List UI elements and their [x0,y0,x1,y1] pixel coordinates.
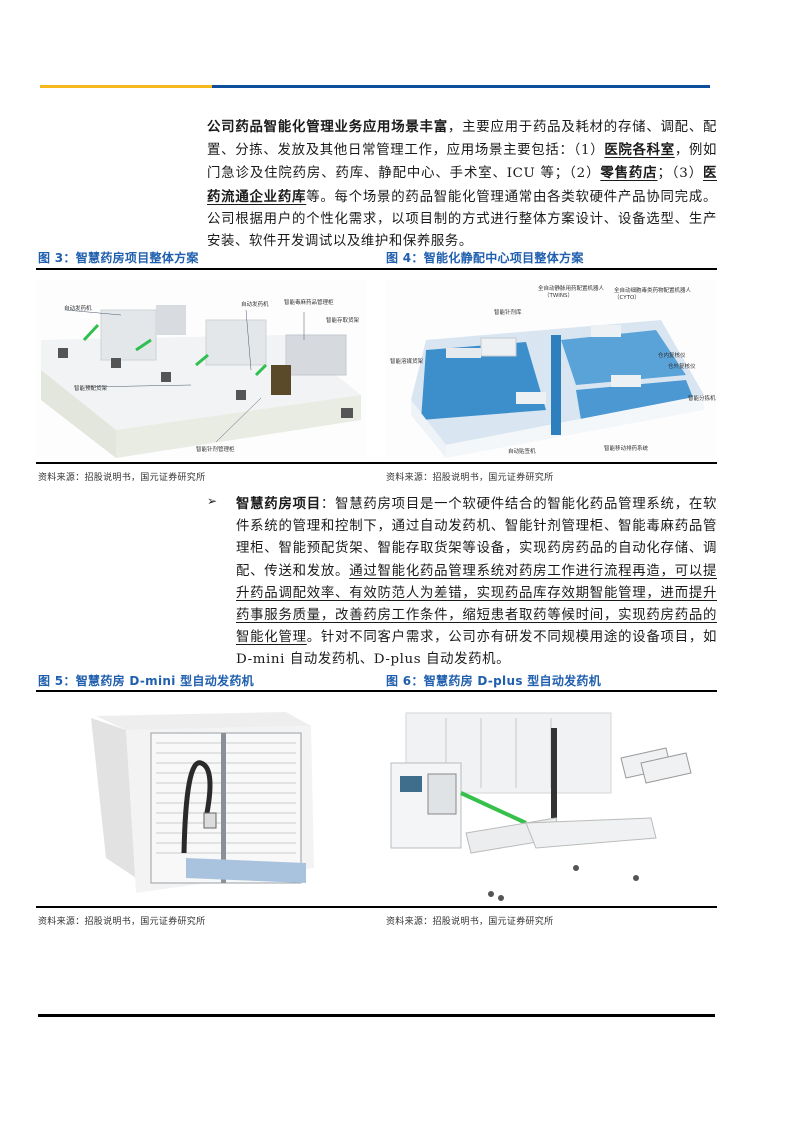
fig6-title: 图 6：智慧药房 D-plus 型自动发药机 [386,674,602,688]
fig3-source: 资料来源：招股说明书，国元证券研究所 [38,473,206,483]
scenario-distribution: 医药流通企业药库 [207,165,717,205]
fig4-source: 资料来源：招股说明书，国元证券研究所 [386,473,554,483]
fig4-label: 智能移动排药系统 [604,446,649,452]
header-rule [40,85,710,88]
fig-rule-bottom [36,462,717,464]
intro-lead: 公司药品智能化管理业务应用场景丰富 [207,119,448,135]
fig3-image: 自动发药机 自动发药机 智能毒麻药品管理柜 智能存取货架 智能预配货架 智能针剂… [36,280,366,458]
intro-text-4: 等。每个场景的药品智能化管理通常由各类软硬件产品协同完成。公司根据用户的个性化需… [207,189,717,250]
fig4-label: 仓外复核仪 [668,364,696,370]
fig4-label: 智能分拣机 [688,396,716,402]
fig4-label: （TWINS） [544,293,574,299]
fig4-label: 智能溶媒货架 [390,359,424,365]
header-rule-gold [40,85,212,88]
section-text-1: ：智慧药房项目是一个软硬件结合的智能化药品管理系统，在软件系统的管理和控制下，通… [236,497,717,579]
fig4-image: 全自动静脉用药配置机器人 （TWINS） 全自动细胞毒类药物配置机器人 （CYT… [386,280,716,458]
fig3-label: 智能毒麻药品管理柜 [284,300,334,306]
section-underlined: 通过智能化药品管理系统对药房工作进行流程再造，可以提升药品调配效率、有效防范人为… [236,563,717,646]
fig-rule-top-2 [36,690,717,692]
smart-pharmacy-paragraph: 智慧药房项目：智慧药房项目是一个软硬件结合的智能化药品管理系统，在软件系统的管理… [236,493,717,672]
scenario-hospital: 医院各科室 [604,142,675,159]
fig3-title: 图 3：智慧药房项目整体方案 [38,251,199,265]
fig4-label: 自动贴签机 [508,449,536,455]
fig-rule-top [36,268,717,270]
fig5-image [36,698,366,904]
bullet-arrow-icon: ➢ [207,494,218,508]
section-lead: 智慧药房项目 [236,496,321,512]
fig6-image [386,698,716,904]
fig3-label: 智能存取货架 [326,318,360,324]
footer-rule [38,1014,715,1017]
scenario-retail: 零售药店 [600,165,658,182]
fig5-source: 资料来源：招股说明书，国元证券研究所 [38,917,206,927]
header-rule-blue [212,85,710,88]
fig3-label: 智能预配货架 [74,386,108,392]
section-text-2: 。针对不同客户需求，公司亦有研发不同规模用途的设备项目，如 D-mini 自动发… [236,630,717,668]
fig4-label: 智能针剂库 [494,310,522,316]
fig5-title: 图 5：智慧药房 D-mini 型自动发药机 [38,674,254,688]
intro-text-2: ，例如门急诊及住院药房、药库、静配中心、手术室、ICU 等；（2） [207,143,718,182]
fig4-title: 图 4：智能化静配中心项目整体方案 [386,251,584,265]
fig-rule-bottom-2 [36,906,717,908]
fig6-source: 资料来源：招股说明书，国元证券研究所 [386,917,554,927]
fig4-label: 全自动静脉用药配置机器人 [538,286,605,292]
fig4-label: 全自动细胞毒类药物配置机器人 [614,288,692,294]
fig4-label: 仓内复核仪 [658,353,686,359]
intro-text-3: ；（3） [657,166,703,182]
intro-paragraph: 公司药品智能化管理业务应用场景丰富，主要应用于药品及耗材的存储、调配、配置、分拣… [207,116,717,253]
intro-text-1: ，主要应用于药品及耗材的存储、调配、配置、分拣、发放及其他日常管理工作，应用场景… [207,120,717,159]
fig4-label: （CYTO） [614,295,640,301]
fig3-label: 自动发药机 [241,302,269,308]
fig3-label: 自动发药机 [64,306,92,312]
fig3-label: 智能针剂管理柜 [196,447,235,453]
